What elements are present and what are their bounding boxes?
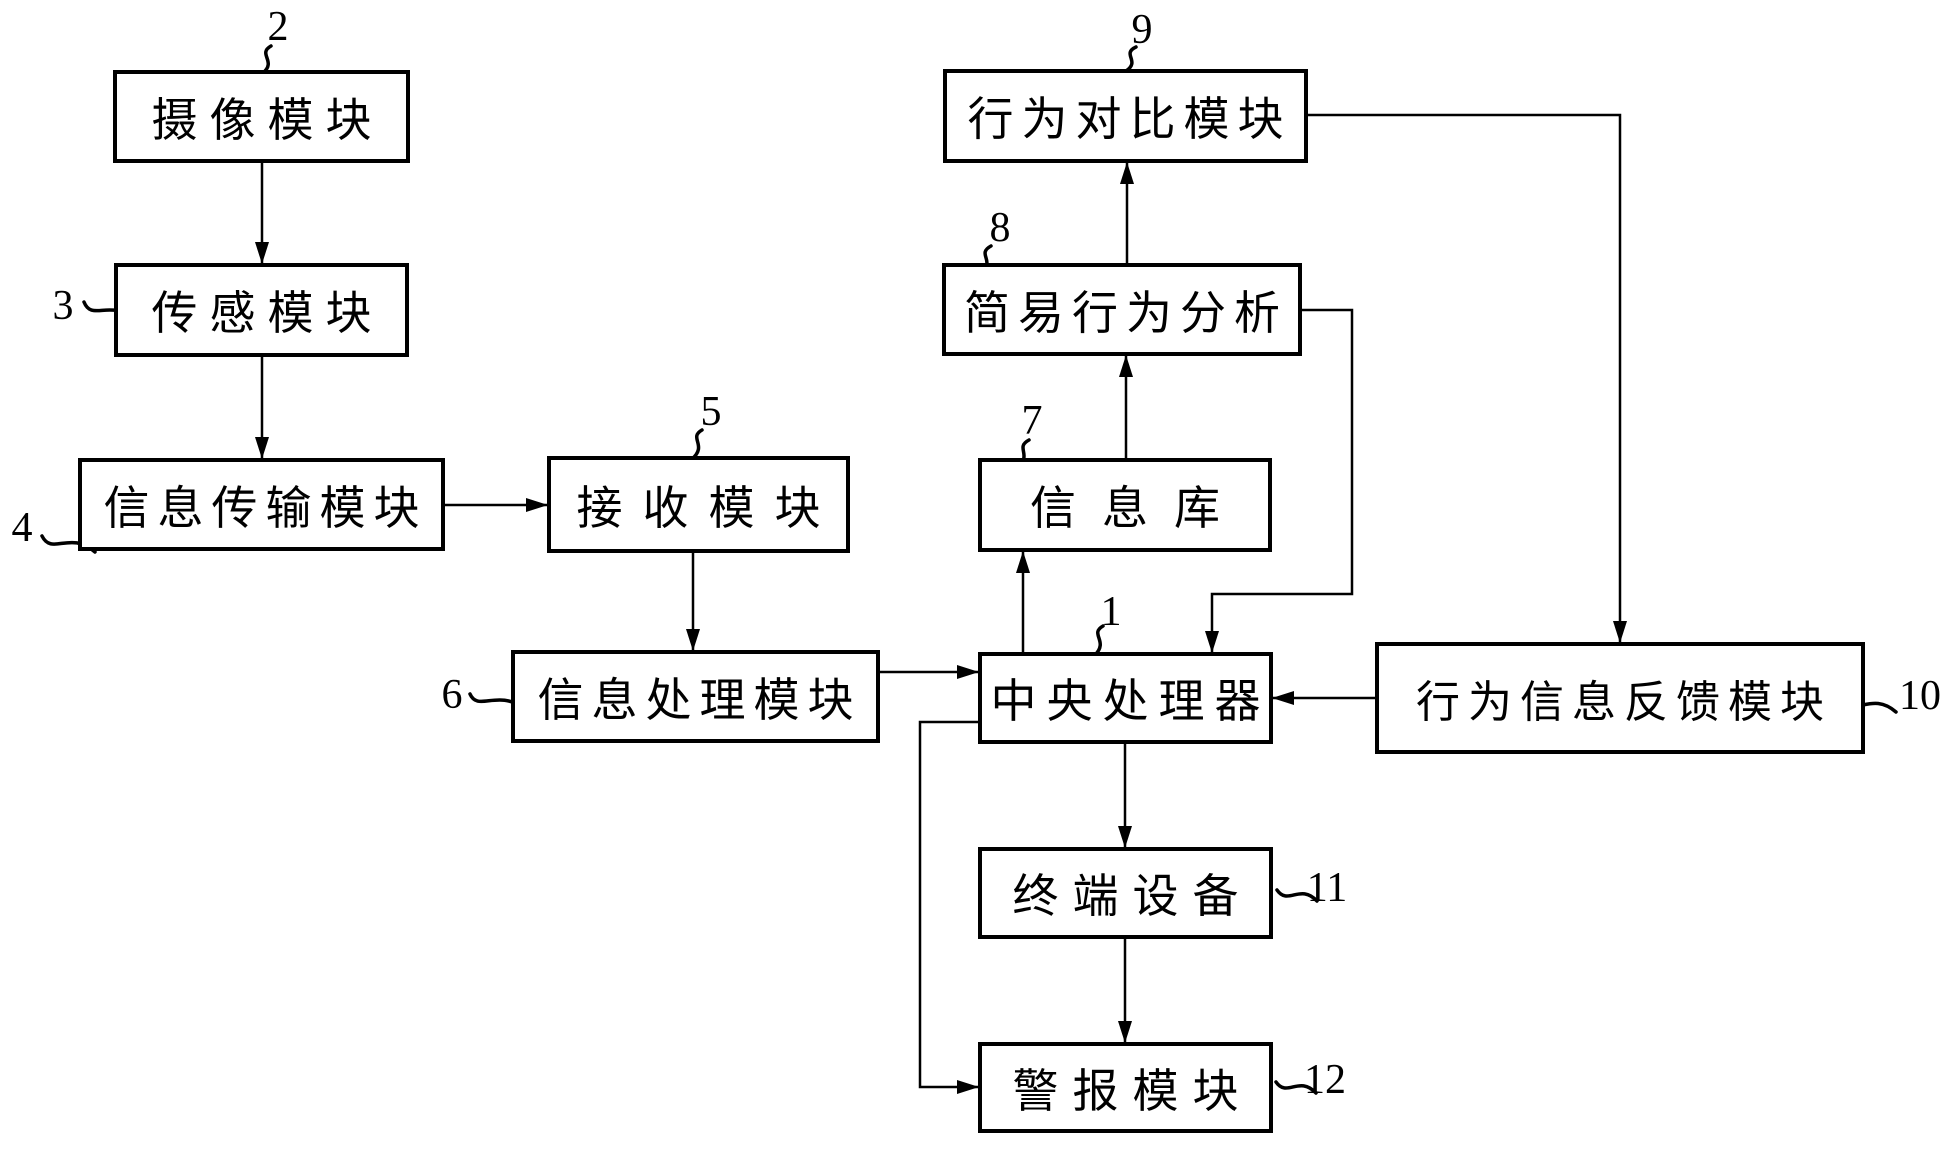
- node-simple-behavior-analysis: 简易行为分析: [942, 263, 1302, 356]
- node-receiving-module: 接收模块: [547, 456, 850, 553]
- node-central-processor: 中央处理器: [978, 652, 1273, 744]
- node-behavior-comparison-module: 行为对比模块: [943, 69, 1308, 163]
- ref-squiggle-11: [1275, 888, 1319, 903]
- node-info-processing-module: 信息处理模块: [511, 650, 880, 743]
- ref-label-7: 7: [1021, 398, 1043, 444]
- ref-label-8: 8: [989, 205, 1011, 251]
- ref-label-6: 6: [441, 672, 463, 718]
- node-behavior-info-feedback-module: 行为信息反馈模块: [1375, 642, 1865, 754]
- node-sensor-module: 传感模块: [114, 263, 409, 357]
- ref-label-4: 4: [11, 505, 33, 551]
- node-terminal-device: 终端设备: [978, 847, 1273, 939]
- node-info-transmission-module: 信息传输模块: [78, 458, 445, 551]
- ref-label-12: 12: [1304, 1057, 1346, 1103]
- ref-squiggle-2: [261, 44, 273, 75]
- node-camera-module: 摄像模块: [113, 70, 410, 163]
- ref-label-1: 1: [1100, 589, 1122, 635]
- ref-squiggle-5: [690, 428, 704, 461]
- edge-8-to-1: [1205, 308, 1354, 653]
- ref-squiggle-9: [1124, 45, 1138, 73]
- ref-squiggle-1: [1093, 624, 1105, 657]
- node-information-database: 信息库: [978, 458, 1272, 552]
- ref-label-10: 10: [1899, 673, 1941, 719]
- ref-label-9: 9: [1131, 7, 1153, 53]
- ref-label-2: 2: [267, 4, 289, 50]
- node-alarm-module: 警报模块: [978, 1042, 1273, 1133]
- edge-1-to-12: [918, 720, 979, 1094]
- edge-9-to-10: [1308, 113, 1627, 643]
- ref-label-5: 5: [700, 389, 722, 435]
- ref-squiggle-12: [1274, 1080, 1318, 1095]
- ref-label-3: 3: [52, 283, 74, 329]
- ref-label-11: 11: [1306, 865, 1348, 911]
